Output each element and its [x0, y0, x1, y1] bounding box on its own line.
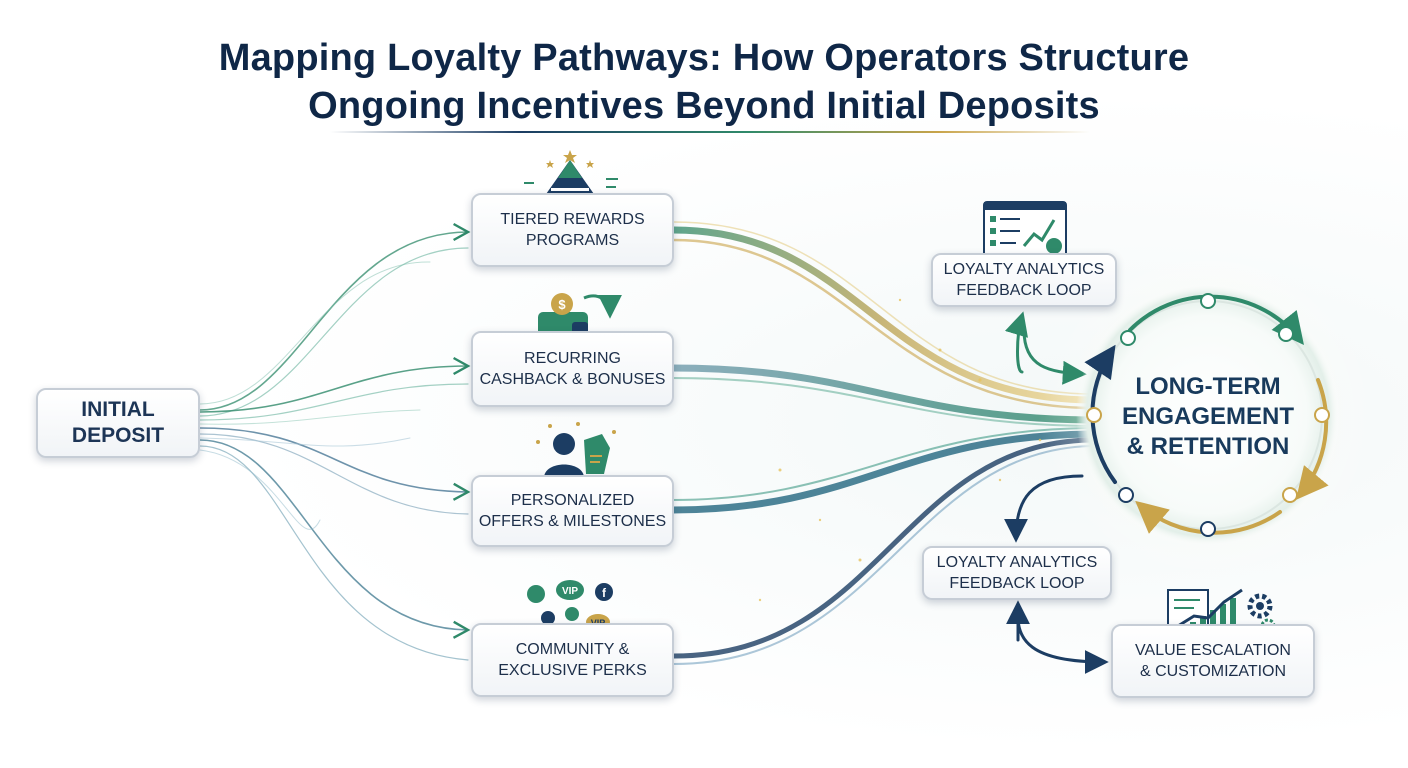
node-initial-deposit-line-2: DEPOSIT: [71, 424, 165, 447]
vip-badge-top: VIP: [562, 586, 578, 597]
page-title-line-2: Ongoing Incentives Beyond Initial Deposi…: [308, 85, 1100, 127]
title-divider: [330, 131, 1090, 133]
node-initial-deposit: INITIAL DEPOSIT: [36, 388, 200, 458]
node-initial-deposit-line-1: INITIAL: [81, 398, 155, 421]
core-line-2: ENGAGEMENT: [1121, 403, 1294, 430]
node-value-escalation-line-2: & CUSTOMIZATION: [1139, 663, 1287, 680]
social-f-glyph: f: [602, 586, 607, 600]
node-tiered-rewards-line-1: TIERED REWARDS: [500, 211, 645, 228]
node-analytics-bottom: LOYALTY ANALYTICS FEEDBACK LOOP: [922, 546, 1112, 600]
node-tiered-rewards-line-2: PROGRAMS: [525, 232, 620, 249]
node-recurring-cashback: RECURRING CASHBACK & BONUSES: [471, 331, 674, 407]
node-community-perks-line-2: EXCLUSIVE PERKS: [498, 662, 647, 679]
node-recurring-cashback-line-1: RECURRING: [524, 350, 621, 367]
user-tag-icon: [536, 422, 616, 478]
node-tiered-rewards: TIERED REWARDS PROGRAMS: [471, 193, 674, 267]
node-analytics-top-line-1: LOYALTY ANALYTICS: [943, 261, 1105, 278]
page-title-line-1: Mapping Loyalty Pathways: How Operators …: [218, 37, 1190, 79]
dashboard-icon: [983, 201, 1067, 257]
node-personalized-offers: PERSONALIZED OFFERS & MILESTONES: [471, 475, 674, 547]
node-analytics-bottom-line-2: FEEDBACK LOOP: [949, 575, 1085, 592]
node-personalized-offers-line-1: PERSONALIZED: [510, 492, 635, 509]
node-recurring-cashback-line-2: CASHBACK & BONUSES: [479, 371, 666, 388]
dollar-sign: $: [558, 297, 566, 312]
core-line-3: & RETENTION: [1126, 433, 1290, 460]
node-analytics-top-line-2: FEEDBACK LOOP: [956, 282, 1092, 299]
node-value-escalation: VALUE ESCALATION & CUSTOMIZATION: [1111, 624, 1315, 698]
node-community-perks-line-1: COMMUNITY &: [515, 641, 630, 658]
node-analytics-bottom-line-1: LOYALTY ANALYTICS: [936, 554, 1098, 571]
node-value-escalation-line-1: VALUE ESCALATION: [1135, 642, 1291, 659]
core-line-1: LONG-TERM: [1135, 373, 1281, 400]
node-personalized-offers-line-2: OFFERS & MILESTONES: [478, 513, 667, 530]
node-analytics-top: LOYALTY ANALYTICS FEEDBACK LOOP: [931, 253, 1117, 307]
core-engagement-label: LONG-TERM ENGAGEMENT & RETENTION: [1098, 372, 1318, 462]
node-community-perks: COMMUNITY & EXCLUSIVE PERKS: [471, 623, 674, 697]
